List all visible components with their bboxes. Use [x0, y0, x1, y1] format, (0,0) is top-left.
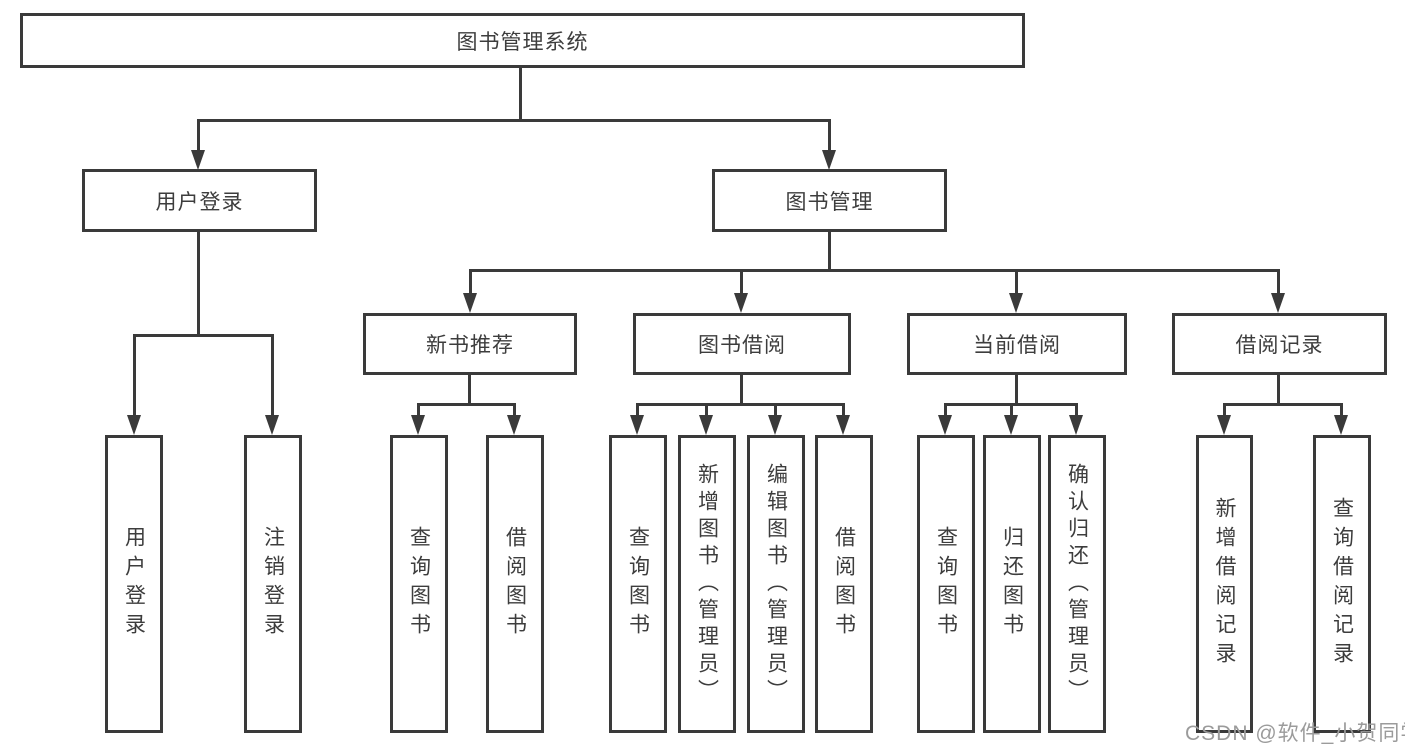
arrowhead-down-icon	[265, 415, 279, 435]
arrowhead-down-icon	[1009, 293, 1023, 313]
leaf-label: 用户登录	[122, 526, 146, 642]
node-new-book-recommend: 新书推荐	[363, 313, 577, 375]
arrowhead-down-icon	[191, 150, 205, 170]
leaf-add-book-admin: 新增图书（管理员）	[678, 435, 736, 733]
connector-book-management-rail	[469, 269, 1280, 272]
arrowhead-down-icon	[1217, 415, 1231, 435]
node-current-borrow: 当前借阅	[907, 313, 1127, 375]
arrowhead-down-icon	[1004, 415, 1018, 435]
connector-drop-leaf	[842, 403, 845, 417]
connector-drop-leaf	[636, 403, 639, 417]
node-label: 当前借阅	[973, 334, 1061, 357]
node-user-login: 用户登录	[82, 169, 317, 232]
leaf-label: 注销登录	[261, 526, 285, 642]
connector-drop-leaf	[513, 403, 516, 417]
leaf-query-books: 查询图书	[609, 435, 667, 733]
connector-root-stem	[519, 68, 522, 120]
leaf-label: 新增借阅记录	[1213, 497, 1236, 671]
arrowhead-down-icon	[463, 293, 477, 313]
connector-drop-leaf	[774, 403, 777, 417]
connector-new-book-rail	[417, 403, 516, 406]
connector-drop-leaf	[271, 334, 274, 417]
connector-book-borrow-stem	[740, 375, 743, 406]
arrowhead-down-icon	[734, 293, 748, 313]
node-borrow-records: 借阅记录	[1172, 313, 1387, 375]
arrowhead-down-icon	[127, 415, 141, 435]
connector-drop-borrow-records	[1277, 269, 1280, 295]
connector-drop-leaf	[1075, 403, 1078, 417]
arrowhead-down-icon	[1069, 415, 1083, 435]
leaf-label: 确认归还（管理员）	[1065, 462, 1089, 706]
leaf-user-login: 用户登录	[105, 435, 163, 733]
arrowhead-down-icon	[507, 415, 521, 435]
connector-drop-leaf	[1223, 403, 1226, 417]
connector-user-login-stem	[197, 232, 200, 337]
leaf-label: 借阅图书	[503, 526, 527, 642]
csdn-watermark: CSDN @软件_小贺同学	[1185, 722, 1405, 745]
connector-drop-book-borrow	[740, 269, 743, 295]
leaf-label: 查询图书	[407, 526, 431, 642]
connector-user-login-rail	[133, 334, 274, 337]
leaf-return-books: 归还图书	[983, 435, 1041, 733]
leaf-label: 编辑图书（管理员）	[764, 462, 788, 706]
leaf-borrow-books: 借阅图书	[815, 435, 873, 733]
arrowhead-down-icon	[822, 150, 836, 170]
leaf-label: 查询借阅记录	[1330, 497, 1354, 671]
leaf-label: 归还图书	[1000, 526, 1024, 642]
connector-drop-leaf	[1010, 403, 1013, 417]
connector-drop-leaf	[705, 403, 708, 417]
node-book-borrow: 图书借阅	[633, 313, 851, 375]
leaf-logout-login: 注销登录	[244, 435, 302, 733]
connector-new-book-stem	[468, 375, 471, 406]
connector-drop-leaf	[417, 403, 420, 417]
connector-borrow-records-rail	[1223, 403, 1343, 406]
arrowhead-down-icon	[938, 415, 952, 435]
connector-book-management-stem	[828, 232, 831, 272]
node-label: 图书管理	[785, 190, 874, 214]
leaf-label: 新增图书（管理员）	[695, 462, 719, 706]
connector-drop-user-login	[197, 119, 200, 153]
node-label: 借阅记录	[1235, 334, 1324, 357]
connector-drop-leaf	[1340, 403, 1343, 417]
arrowhead-down-icon	[768, 415, 782, 435]
leaf-label: 查询图书	[934, 526, 958, 642]
leaf-borrow-books: 借阅图书	[486, 435, 544, 733]
arrowhead-down-icon	[630, 415, 644, 435]
connector-drop-current-borrow	[1015, 269, 1018, 295]
connector-root-rail	[197, 119, 831, 122]
node-label: 新书推荐	[426, 334, 514, 357]
leaf-confirm-return-admin: 确认归还（管理员）	[1048, 435, 1106, 733]
node-label: 用户登录	[155, 190, 244, 214]
leaf-query-borrow-record: 查询借阅记录	[1313, 435, 1371, 733]
connector-current-borrow-stem	[1015, 375, 1018, 406]
connector-book-borrow-rail	[636, 403, 845, 406]
arrowhead-down-icon	[836, 415, 850, 435]
node-book-management: 图书管理	[712, 169, 947, 232]
leaf-edit-book-admin: 编辑图书（管理员）	[747, 435, 805, 733]
arrowhead-down-icon	[1334, 415, 1348, 435]
leaf-add-borrow-record: 新增借阅记录	[1196, 435, 1253, 733]
leaf-label: 查询图书	[626, 526, 650, 642]
arrowhead-down-icon	[411, 415, 425, 435]
node-label: 图书借阅	[698, 334, 786, 357]
leaf-label: 借阅图书	[832, 526, 856, 642]
leaf-query-books: 查询图书	[917, 435, 975, 733]
leaf-query-books: 查询图书	[390, 435, 448, 733]
connector-drop-leaf	[944, 403, 947, 417]
connector-drop-leaf	[133, 334, 136, 417]
node-library-management-system: 图书管理系统	[20, 13, 1025, 68]
node-label: 图书管理系统	[456, 30, 589, 54]
arrowhead-down-icon	[699, 415, 713, 435]
connector-drop-book-management	[828, 119, 831, 153]
arrowhead-down-icon	[1271, 293, 1285, 313]
connector-borrow-records-stem	[1277, 375, 1280, 406]
connector-drop-new-book	[469, 269, 472, 295]
